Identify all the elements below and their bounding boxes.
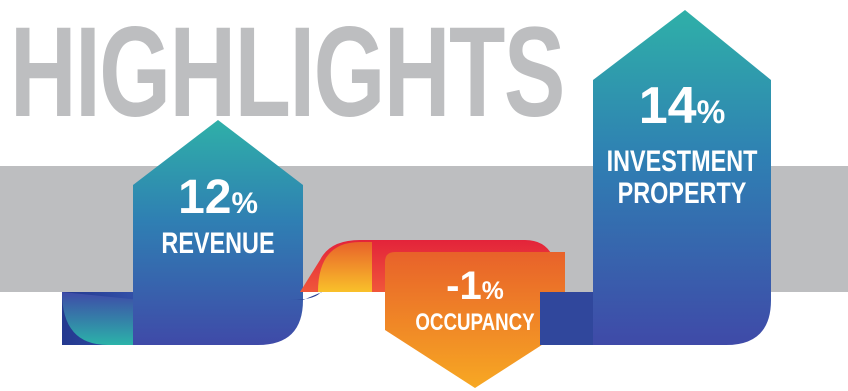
- investment-value: 14%: [607, 78, 757, 140]
- revenue-arrow: [133, 120, 303, 345]
- revenue-label: REVENUE: [161, 227, 275, 260]
- investment-number: 14: [638, 77, 697, 135]
- occupancy-number: -1: [446, 264, 482, 308]
- ribbon-curl-middle: [318, 242, 372, 292]
- occupancy-label: OCCUPANCY: [415, 309, 535, 336]
- occupancy-value: -1%: [405, 264, 545, 314]
- occupancy-unit: %: [481, 278, 504, 305]
- page-title: HIGHLIGHTS: [10, 1, 565, 144]
- revenue-number: 12: [178, 171, 232, 224]
- investment-unit: %: [696, 94, 726, 130]
- investment-arrow: [593, 10, 771, 345]
- ribbon-curl-left: [62, 292, 140, 345]
- investment-label-line-1: INVESTMENT: [606, 145, 758, 178]
- revenue-unit: %: [231, 187, 258, 220]
- occupancy-arrow: [385, 252, 565, 388]
- investment-label-line-2: PROPERTY: [617, 177, 747, 210]
- ribbon-base-right: [540, 292, 600, 345]
- revenue-value: 12%: [143, 172, 293, 230]
